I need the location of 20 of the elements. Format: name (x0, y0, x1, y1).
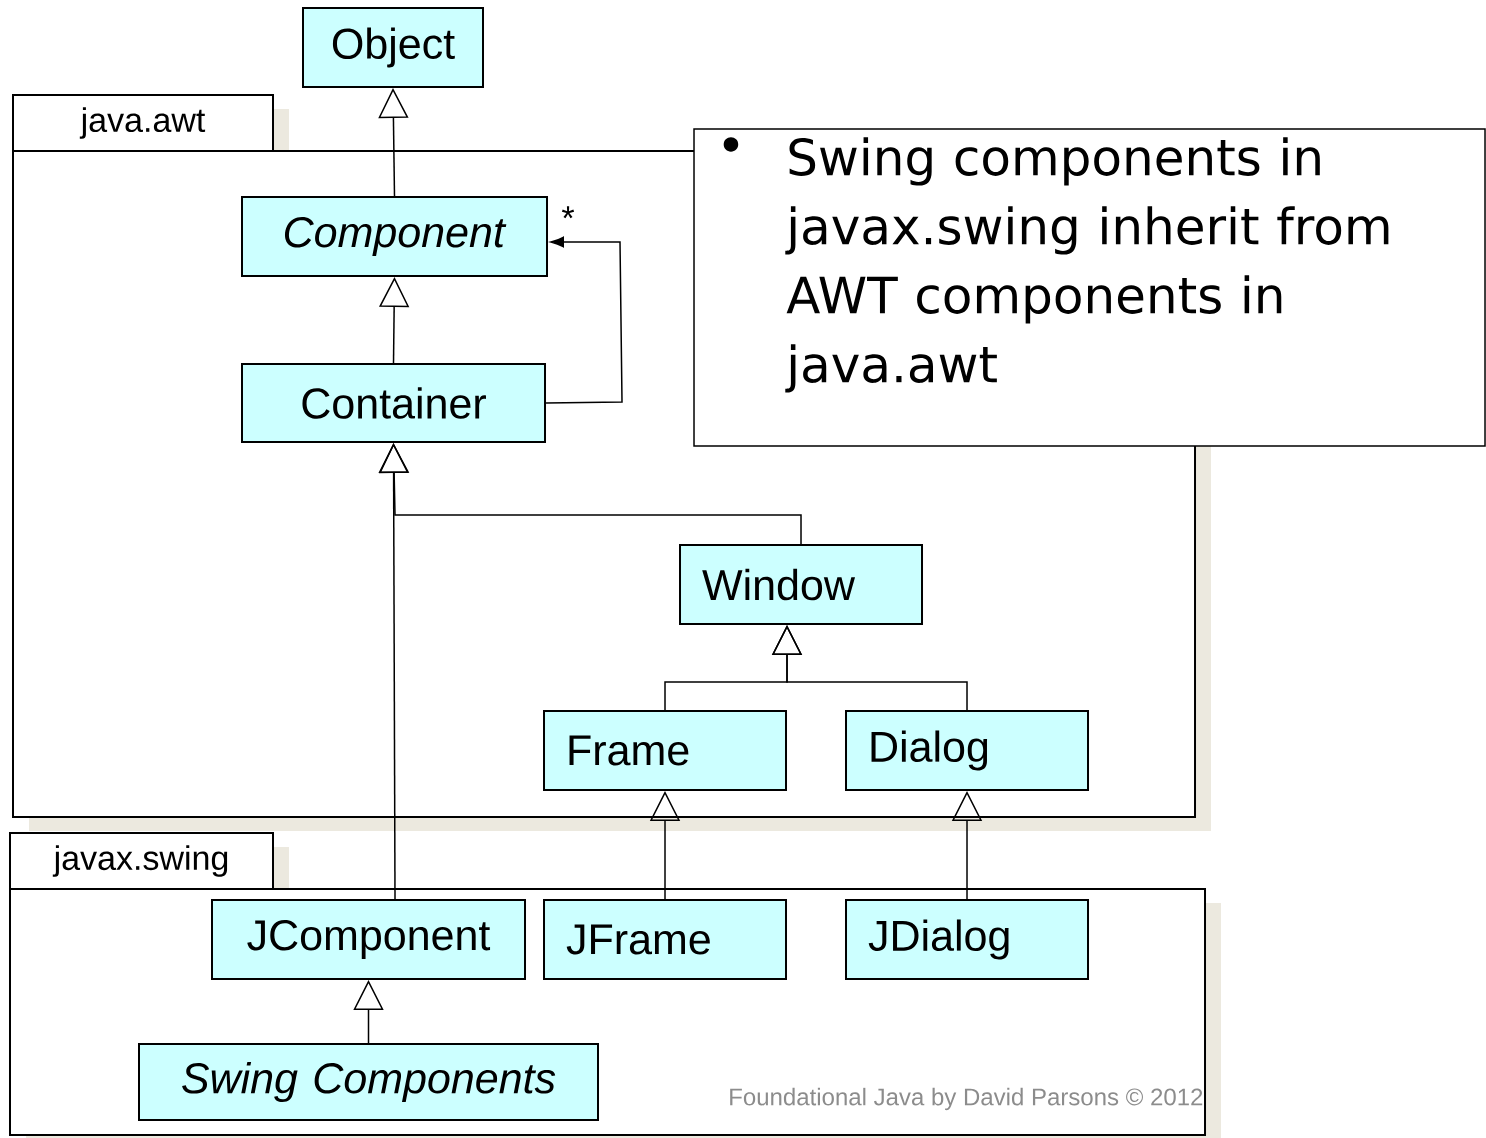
class-box: JDialog (845, 899, 1089, 980)
class-box: Container (241, 363, 546, 443)
association-arrow (545, 236, 623, 404)
footer-text: Foundational Java by David Parsons © 2012 (730, 1087, 1203, 1111)
bullet: • (723, 137, 739, 152)
class-box: Component (241, 196, 548, 277)
multiplicity-label: * (561, 206, 575, 219)
class-box: JFrame (543, 899, 787, 980)
inheritance-arrow (378, 443, 409, 902)
package-tab: javax.swing (9, 832, 274, 890)
inheritance-arrow (771, 625, 968, 711)
inheritance-arrow (378, 88, 409, 197)
class-box: Dialog (845, 710, 1089, 791)
inheritance-arrow (353, 980, 384, 1044)
class-box: Frame (543, 710, 787, 791)
package-tab: java.awt (12, 94, 274, 152)
class-box: Swing Components (138, 1043, 599, 1121)
class-box: Window (679, 544, 923, 625)
class-box: JComponent (211, 899, 526, 980)
class-box: Object (302, 7, 484, 88)
